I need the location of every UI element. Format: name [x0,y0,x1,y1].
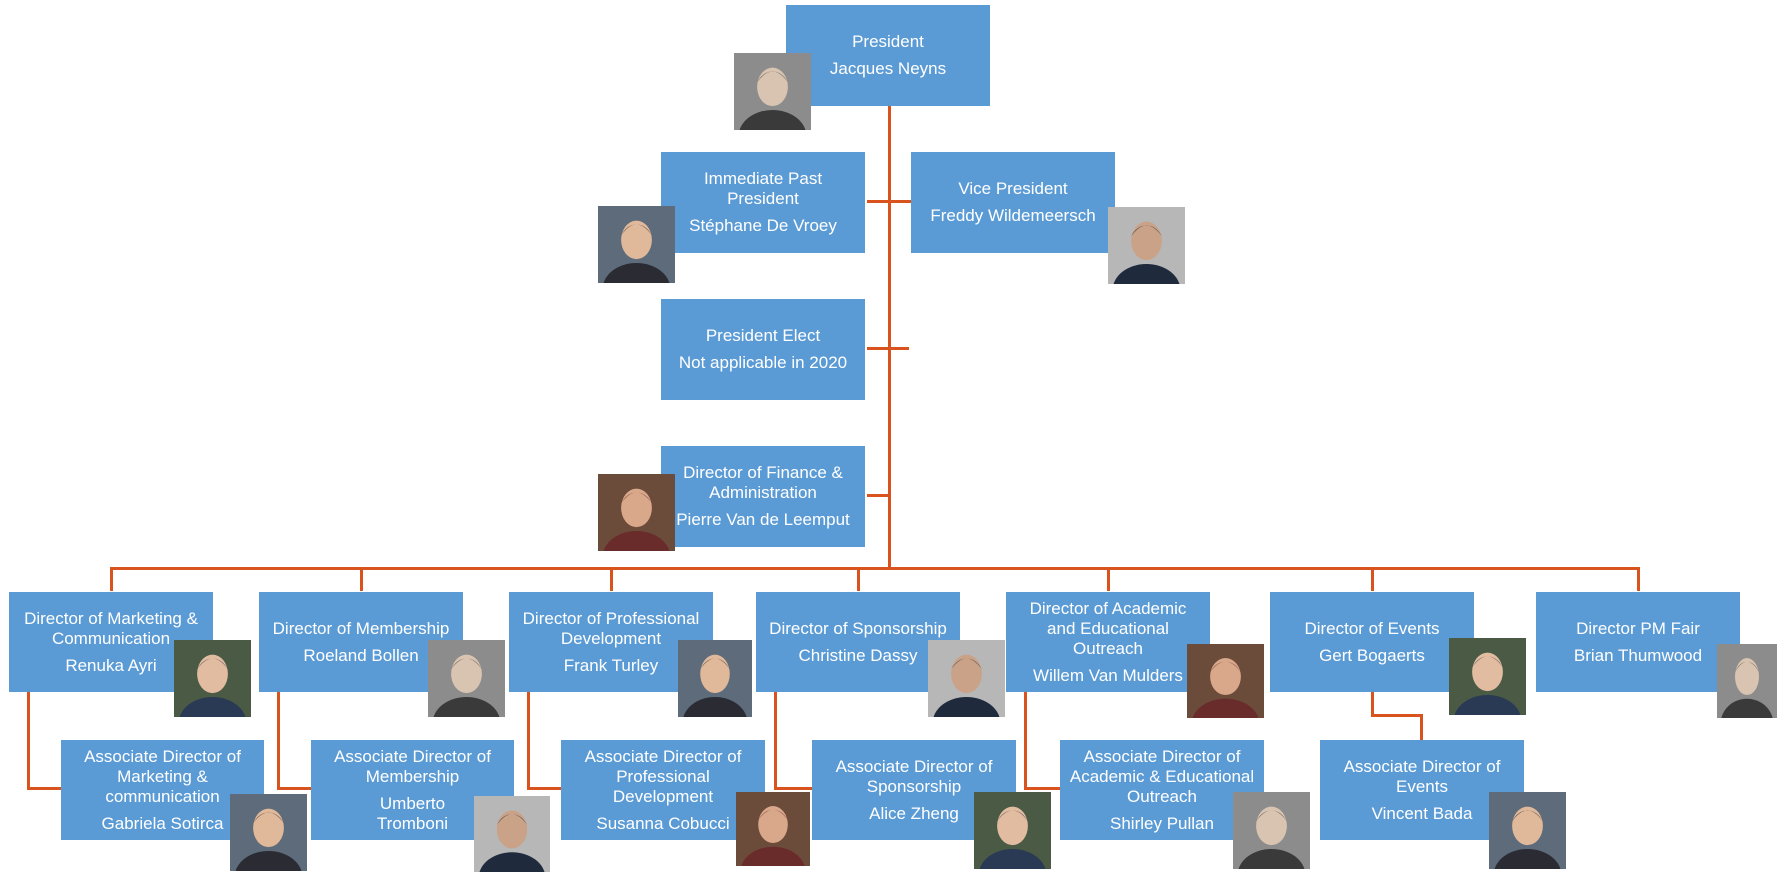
box-director-academic-outreach: Director of Academic and Educational Out… [1006,592,1210,692]
photo-associate-academic-outreach [1233,792,1310,869]
name-director-pm-fair: Brian Thumwood [1573,645,1703,665]
connector-assoc-5-h [1024,787,1060,790]
name-vice-president: Freddy Wildemeersch [930,206,1096,225]
name-director-marketing: Renuka Ayri [65,655,157,675]
connector-assoc-1-h [27,787,61,790]
connector-assoc-2-v [277,691,280,790]
name-finance: Pierre Van de Leemput [676,510,850,529]
connector-assoc-6-v2 [1420,714,1423,740]
connector-drop-2 [360,567,363,591]
box-associate-professional-development: Associate Director of Professional Devel… [561,740,765,840]
role-associate-professional-development: Associate Director of Professional Devel… [584,746,742,806]
connector-finance [867,494,889,497]
name-director-membership: Roeland Bollen [303,645,419,665]
connector-assoc-4-h [774,787,812,790]
photo-associate-sponsorship [974,792,1051,869]
role-director-sponsorship: Director of Sponsorship [769,618,947,638]
connector-president-elect [867,347,909,350]
photo-director-membership [428,640,505,717]
box-immediate-past-president: Immediate Past President Stéphane De Vro… [661,152,865,253]
role-director-events: Director of Events [1304,618,1440,638]
role-associate-academic-outreach: Associate Director of Academic & Educati… [1069,746,1255,806]
photo-associate-membership [474,796,550,872]
role-immediate-past-president: Immediate Past President [703,169,823,208]
photo-director-professional-development [678,640,752,717]
photo-immediate-past-president [598,206,675,283]
name-immediate-past-president: Stéphane De Vroey [689,216,837,235]
box-director-pm-fair: Director PM Fair Brian Thumwood [1536,592,1740,692]
connector-assoc-3-v [527,691,530,790]
connector-directors-bus [110,567,1640,570]
connector-drop-4 [857,567,860,591]
connector-assoc-2-h [277,787,311,790]
connector-drop-6 [1371,567,1374,591]
box-director-events: Director of Events Gert Bogaerts [1270,592,1474,692]
connector-drop-5 [1107,567,1110,591]
role-director-membership: Director of Membership [272,618,450,638]
photo-finance [598,474,675,551]
role-associate-membership: Associate Director of Membership [334,746,491,786]
role-vice-president: Vice President [958,179,1068,198]
name-president: Jacques Neyns [829,59,947,78]
role-finance: Director of Finance & Administration [683,463,843,502]
box-president-elect: President Elect Not applicable in 2020 [661,299,865,400]
name-president-elect: Not applicable in 2020 [678,353,848,372]
name-associate-events: Vincent Bada [1371,803,1473,823]
role-director-pm-fair: Director PM Fair [1576,618,1700,638]
photo-director-pm-fair [1717,644,1777,718]
role-associate-events: Associate Director of Events [1343,756,1501,796]
role-president: President [852,32,924,51]
role-president-elect: President Elect [705,326,821,345]
role-associate-marketing: Associate Director of Marketing & commun… [84,746,241,806]
box-director-sponsorship: Director of Sponsorship Christine Dassy [756,592,960,692]
connector-drop-7 [1637,567,1640,591]
name-associate-marketing: Gabriela Sotirca [101,813,224,833]
connector-vice-president [889,200,911,203]
box-vice-president: Vice President Freddy Wildemeersch [911,152,1115,253]
photo-associate-professional-development [736,792,810,866]
photo-director-academic-outreach [1187,644,1264,718]
photo-vice-president [1108,207,1185,284]
box-president: President Jacques Neyns [786,5,990,106]
box-finance: Director of Finance & Administration Pie… [661,446,865,547]
photo-associate-events [1489,792,1566,869]
name-associate-professional-development: Susanna Cobucci [596,813,730,833]
role-director-professional-development: Director of Professional Development [522,608,700,648]
connector-assoc-6-h [1371,714,1423,717]
name-associate-sponsorship: Alice Zheng [869,803,959,823]
name-associate-academic-outreach: Shirley Pullan [1110,813,1214,833]
box-associate-academic-outreach: Associate Director of Academic & Educati… [1060,740,1264,840]
photo-associate-marketing [230,794,307,871]
name-director-academic-outreach: Willem Van Mulders [1033,665,1183,685]
name-director-professional-development: Frank Turley [563,655,659,675]
photo-director-sponsorship [928,640,1005,717]
connector-drop-3 [610,567,613,591]
connector-assoc-4-v [774,691,777,790]
photo-president [734,53,811,130]
name-associate-membership: Umberto Tromboni [376,793,449,833]
role-director-academic-outreach: Director of Academic and Educational Out… [1029,598,1187,658]
name-director-events: Gert Bogaerts [1319,645,1425,665]
photo-director-events [1449,638,1526,715]
connector-assoc-1-v [27,691,30,790]
connector-assoc-5-v [1024,691,1027,790]
role-director-marketing: Director of Marketing & Communication [24,608,198,648]
name-director-sponsorship: Christine Dassy [798,645,918,665]
role-associate-sponsorship: Associate Director of Sponsorship [835,756,993,796]
connector-assoc-6-v1 [1371,691,1374,717]
connector-assoc-3-h [527,787,561,790]
box-associate-events: Associate Director of Events Vincent Bad… [1320,740,1524,840]
connector-past-president [867,200,909,203]
connector-drop-1 [110,567,113,591]
connector-trunk [888,106,891,568]
photo-director-marketing [174,640,251,717]
